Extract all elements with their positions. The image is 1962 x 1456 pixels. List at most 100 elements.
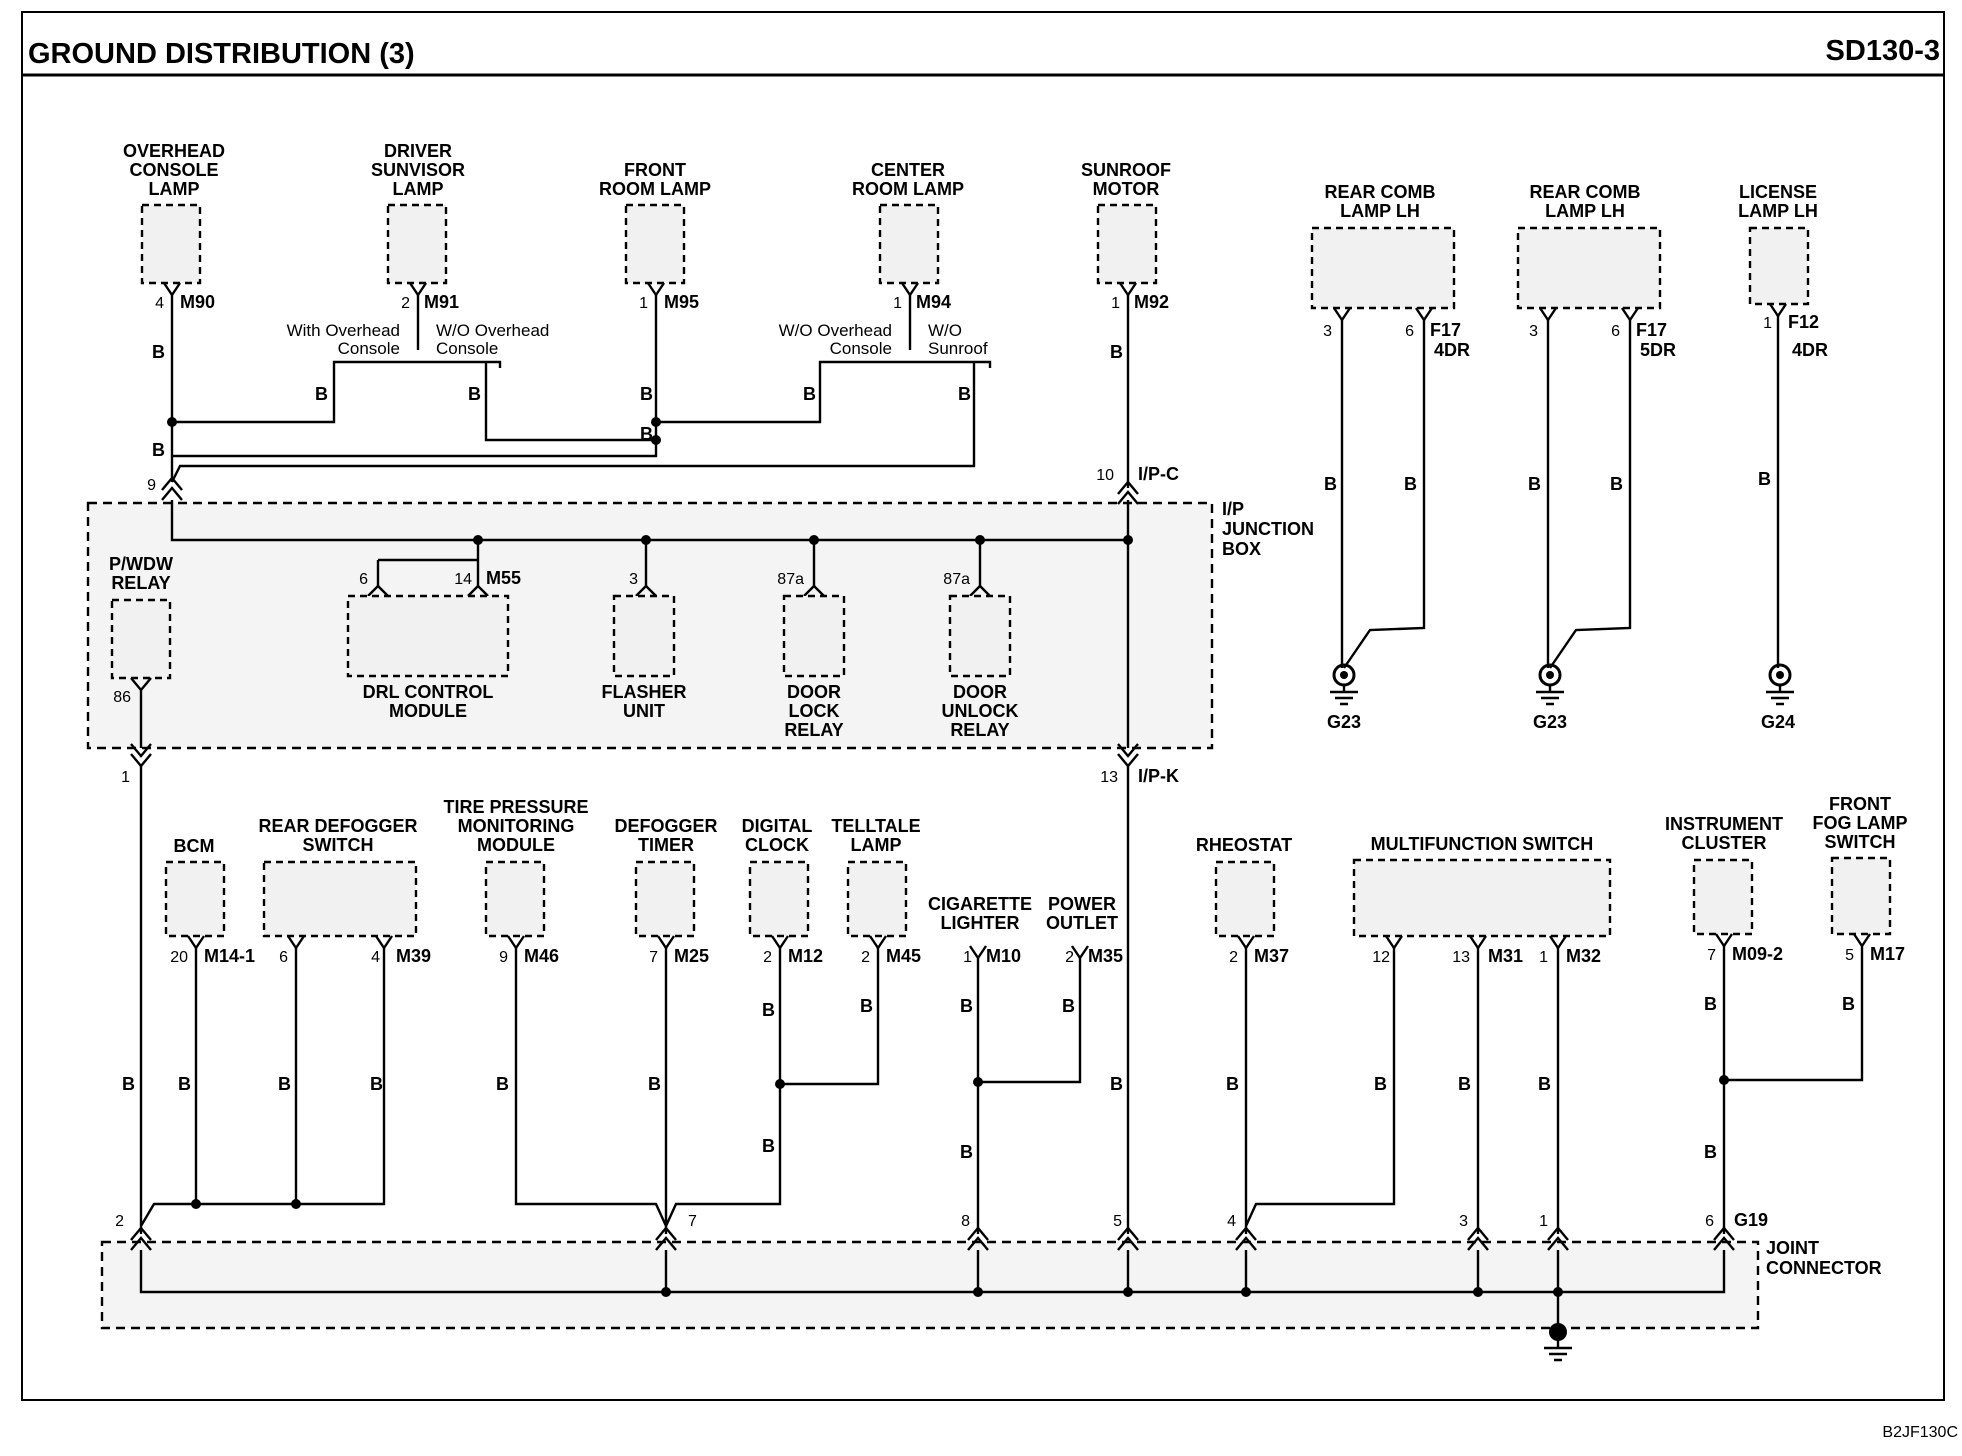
- svg-text:87a: 87a: [777, 571, 804, 588]
- svg-text:2: 2: [861, 949, 870, 966]
- joint-connector-label-2: CONNECTOR: [1766, 1258, 1882, 1278]
- ground-icon: [1766, 663, 1794, 706]
- svg-text:13: 13: [1452, 949, 1470, 966]
- svg-text:FRONT: FRONT: [1829, 794, 1891, 814]
- rear-grounds-wiring: B B B B B: [1324, 303, 1794, 706]
- svg-text:Console: Console: [338, 339, 400, 358]
- svg-text:13: 13: [1100, 769, 1118, 786]
- svg-text:MOTOR: MOTOR: [1093, 179, 1160, 199]
- svg-text:4: 4: [155, 295, 164, 312]
- svg-text:2: 2: [1229, 949, 1238, 966]
- svg-text:3: 3: [1529, 323, 1538, 340]
- top-wiring: B B B B B B B B B: [152, 282, 1137, 488]
- svg-text:B: B: [152, 440, 165, 460]
- svg-text:6: 6: [1405, 323, 1414, 340]
- svg-text:B: B: [640, 384, 653, 404]
- svg-text:DOOR: DOOR: [953, 682, 1007, 702]
- svg-text:CENTER: CENTER: [871, 160, 945, 180]
- rear-comb-lamp-5dr: REAR COMB LAMP LH 3 6 F17 5DR G23: [1516, 182, 1676, 732]
- svg-text:1: 1: [1539, 949, 1548, 966]
- svg-text:1: 1: [1539, 1213, 1548, 1230]
- svg-text:M35: M35: [1088, 946, 1123, 966]
- svg-text:LAMP LH: LAMP LH: [1738, 201, 1818, 221]
- svg-text:G23: G23: [1327, 712, 1361, 732]
- svg-text:G19: G19: [1734, 1210, 1768, 1230]
- svg-text:FLASHER: FLASHER: [602, 682, 687, 702]
- svg-text:4: 4: [371, 949, 380, 966]
- svg-text:B: B: [958, 384, 971, 404]
- junction-box-top-pins: 9 10 I/P-C: [147, 464, 1179, 505]
- svg-text:Console: Console: [436, 339, 498, 358]
- svg-text:MODULE: MODULE: [389, 701, 467, 721]
- svg-text:4: 4: [1227, 1213, 1236, 1230]
- svg-text:CLUSTER: CLUSTER: [1682, 833, 1767, 853]
- ground-icon: [1330, 663, 1358, 706]
- svg-text:5DR: 5DR: [1640, 340, 1676, 360]
- svg-text:SUNROOF: SUNROOF: [1081, 160, 1171, 180]
- page-title: GROUND DISTRIBUTION (3): [28, 38, 415, 70]
- svg-text:MULTIFUNCTION SWITCH: MULTIFUNCTION SWITCH: [1371, 834, 1594, 854]
- svg-text:B: B: [178, 1074, 191, 1094]
- svg-text:B: B: [640, 424, 653, 444]
- svg-text:B: B: [1610, 474, 1623, 494]
- svg-text:TELLTALE: TELLTALE: [831, 816, 920, 836]
- svg-text:Sunroof: Sunroof: [928, 339, 988, 358]
- svg-text:M10: M10: [986, 946, 1021, 966]
- sunroof-motor: SUNROOF MOTOR 1 M92: [1081, 160, 1171, 312]
- diagram-code: SD130-3: [1826, 35, 1940, 67]
- svg-text:W/O: W/O: [928, 321, 962, 340]
- svg-text:FRONT: FRONT: [624, 160, 686, 180]
- svg-text:W/O Overhead: W/O Overhead: [779, 321, 892, 340]
- svg-text:B: B: [648, 1074, 661, 1094]
- svg-text:B: B: [1704, 994, 1717, 1014]
- svg-text:86: 86: [113, 689, 131, 706]
- svg-text:INSTRUMENT: INSTRUMENT: [1665, 814, 1783, 834]
- svg-text:M32: M32: [1566, 946, 1601, 966]
- svg-text:UNIT: UNIT: [623, 701, 665, 721]
- svg-text:I/P-C: I/P-C: [1138, 464, 1179, 484]
- bottom-wiring: B B B B B B B B B B B B B B B B B B B B: [122, 766, 1871, 1234]
- svg-text:CLOCK: CLOCK: [745, 835, 809, 855]
- svg-text:8: 8: [961, 1213, 970, 1230]
- diagram-frame: [21, 11, 1945, 1401]
- svg-text:2: 2: [763, 949, 772, 966]
- svg-text:M14-1: M14-1: [204, 946, 255, 966]
- svg-text:1: 1: [1111, 295, 1120, 312]
- front-room-lamp: FRONT ROOM LAMP 1 M95: [599, 160, 711, 312]
- svg-text:5: 5: [1113, 1213, 1122, 1230]
- svg-text:M17: M17: [1870, 944, 1905, 964]
- joint-connector-pins: 2 7 8 5 4 3 1 6 G19: [115, 1210, 1768, 1362]
- svg-text:B: B: [152, 342, 165, 362]
- svg-text:LOCK: LOCK: [789, 701, 840, 721]
- overhead-console-lamp: OVERHEAD CONSOLE LAMP 4 M90: [123, 141, 225, 312]
- svg-text:B: B: [1404, 474, 1417, 494]
- svg-text:B: B: [762, 1136, 775, 1156]
- svg-text:5: 5: [1845, 947, 1854, 964]
- svg-text:87a: 87a: [943, 571, 970, 588]
- license-lamp-lh: LICENSE LAMP LH 1 F12 4DR G24: [1738, 182, 1828, 732]
- svg-text:LAMP: LAMP: [851, 835, 902, 855]
- bottom-components: BCM 20 M14-1 REAR DEFOGGER SWITCH 6 4 M3…: [164, 794, 1908, 966]
- joint-connector-box: [100, 1240, 1760, 1330]
- svg-text:20: 20: [170, 949, 188, 966]
- svg-text:OVERHEAD: OVERHEAD: [123, 141, 225, 161]
- svg-text:4DR: 4DR: [1434, 340, 1470, 360]
- svg-text:TIMER: TIMER: [638, 835, 694, 855]
- svg-text:2: 2: [1065, 949, 1074, 966]
- svg-text:RHEOSTAT: RHEOSTAT: [1196, 835, 1292, 855]
- flasher-unit-box: [612, 594, 676, 678]
- svg-text:B: B: [1110, 1074, 1123, 1094]
- svg-text:B: B: [496, 1074, 509, 1094]
- svg-text:DRIVER: DRIVER: [384, 141, 452, 161]
- svg-text:REAR COMB: REAR COMB: [1530, 182, 1641, 202]
- svg-text:M09-2: M09-2: [1732, 944, 1783, 964]
- svg-text:OUTLET: OUTLET: [1046, 913, 1118, 933]
- svg-text:LIGHTER: LIGHTER: [941, 913, 1020, 933]
- svg-text:1: 1: [1763, 315, 1772, 332]
- svg-text:F12: F12: [1788, 312, 1819, 332]
- svg-text:B: B: [860, 996, 873, 1016]
- svg-text:TIRE PRESSURE: TIRE PRESSURE: [443, 797, 588, 817]
- svg-text:CONSOLE: CONSOLE: [129, 160, 218, 180]
- pwdw-relay-box: [110, 598, 172, 680]
- svg-text:B: B: [1374, 1074, 1387, 1094]
